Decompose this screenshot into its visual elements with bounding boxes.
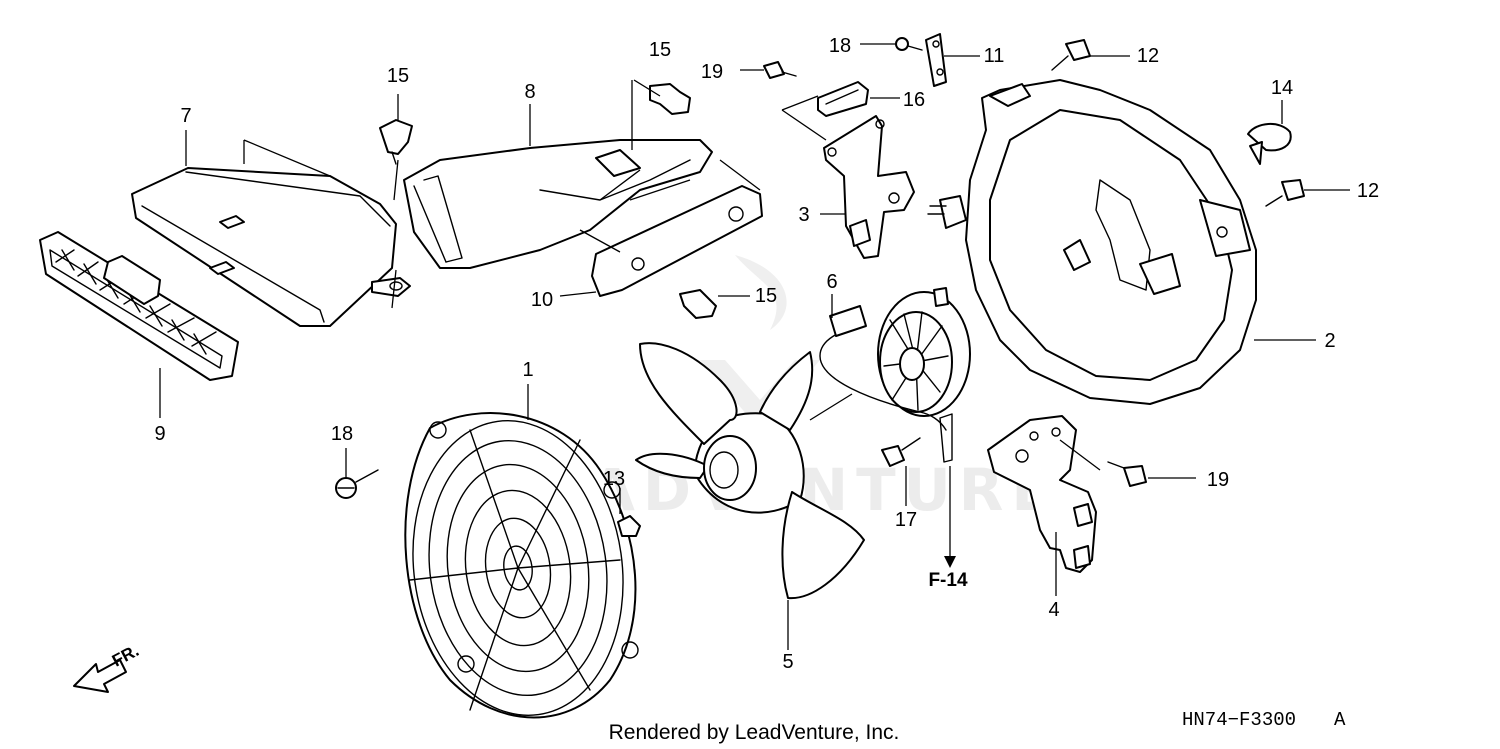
callout-12-top: 12	[1137, 45, 1159, 67]
callout-10: 10	[531, 289, 553, 311]
fasteners	[335, 37, 1305, 537]
part-2-shroud	[927, 79, 1257, 405]
callout-18-lower: 18	[331, 423, 353, 445]
callout-7: 7	[180, 105, 191, 127]
callout-15-top: 15	[649, 39, 671, 61]
callout-8: 8	[524, 81, 535, 103]
callout-11: 11	[984, 45, 1005, 67]
callout-14: 14	[1271, 77, 1293, 99]
callout-1: 1	[522, 359, 533, 381]
part-1-guard	[404, 412, 639, 719]
callout-4: 4	[1048, 599, 1059, 621]
callout-12-right: 12	[1357, 180, 1379, 202]
callout-5: 5	[782, 651, 793, 673]
callout-19-lower: 19	[1207, 469, 1229, 491]
part-7-duct	[131, 167, 411, 327]
diagram-code: HN74−F3300	[1182, 709, 1296, 731]
callout-15-lower: 15	[755, 285, 777, 307]
part-11-bracket	[925, 33, 947, 87]
callout-16: 16	[903, 89, 925, 111]
part-8-duct	[403, 139, 713, 269]
callout-3: 3	[798, 204, 809, 226]
diagram-code-suffix: A	[1334, 709, 1346, 731]
rendered-by: Rendered by LeadVenture, Inc.	[609, 721, 900, 744]
callout-19-top: 19	[701, 61, 723, 83]
callout-9: 9	[154, 423, 165, 445]
part-4-bracket	[987, 415, 1097, 573]
callout-18-top: 18	[829, 35, 851, 57]
part-9-screen	[39, 231, 239, 381]
part-10-bracket	[591, 185, 763, 297]
callout-6: 6	[826, 271, 837, 293]
callout-2: 2	[1324, 330, 1335, 352]
callouts: 7 15 8 15 19 18 11 16 12 14 12 3 10 15 6…	[154, 35, 1379, 673]
part-5-fan	[635, 342, 865, 600]
part-3-bracket	[823, 115, 915, 259]
reference-f14: F-14	[928, 570, 968, 591]
callout-13: 13	[603, 468, 625, 490]
front-arrow-icon	[73, 659, 127, 693]
leader-lines	[159, 43, 1350, 650]
callout-17: 17	[895, 509, 917, 531]
part-16-clip	[817, 81, 869, 117]
front-marker: FR.	[73, 641, 142, 693]
callout-15-left: 15	[387, 65, 409, 87]
part-6-motor	[819, 287, 971, 463]
